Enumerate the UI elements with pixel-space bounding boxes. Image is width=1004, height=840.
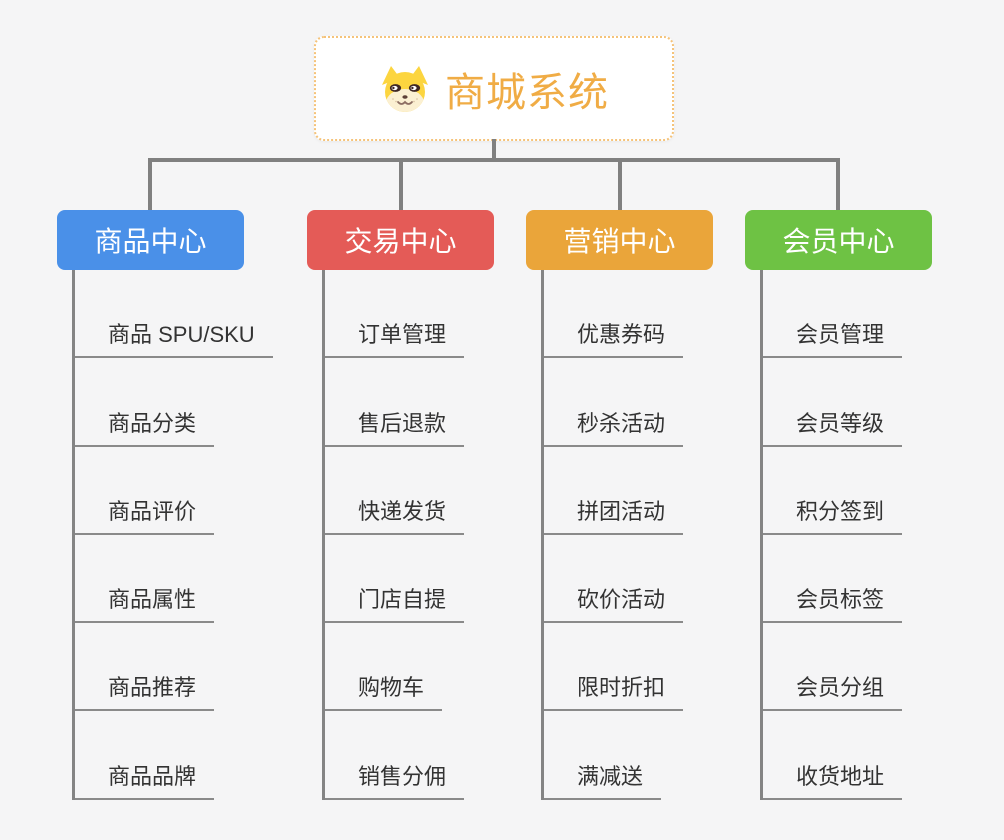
child-topic[interactable]: 购物车 bbox=[325, 674, 443, 712]
child-topic[interactable]: 商品评价 bbox=[75, 498, 215, 535]
child-topic[interactable]: 砍价活动 bbox=[544, 586, 684, 624]
connector-drop-marketing bbox=[618, 162, 622, 210]
branch-children-members: 会员管理 会员等级 积分签到 会员标签 会员分组 收货地址 bbox=[760, 270, 995, 800]
connector-root-drop bbox=[492, 139, 496, 158]
child-topic[interactable]: 商品属性 bbox=[75, 586, 215, 624]
branch-label: 营销中心 bbox=[563, 226, 676, 257]
branch-label: 会员中心 bbox=[782, 226, 895, 257]
root-topic[interactable]: 商城系统 bbox=[314, 36, 674, 141]
child-topic[interactable]: 会员等级 bbox=[763, 410, 903, 447]
connector-bus bbox=[148, 158, 840, 162]
child-topic[interactable]: 商品推荐 bbox=[75, 674, 215, 712]
child-topic[interactable]: 门店自提 bbox=[325, 586, 465, 624]
child-topic[interactable]: 商品品牌 bbox=[75, 763, 215, 800]
branch-label: 交易中心 bbox=[344, 226, 457, 257]
branch-children-trade: 订单管理 售后退款 快递发货 门店自提 购物车 销售分佣 bbox=[322, 270, 557, 800]
child-topic[interactable]: 订单管理 bbox=[325, 321, 465, 359]
branch-label: 商品中心 bbox=[94, 226, 207, 257]
child-topic[interactable]: 商品 SPU/SKU bbox=[75, 321, 273, 359]
branch-box-products[interactable]: 商品中心 bbox=[57, 210, 244, 270]
child-topic[interactable]: 满减送 bbox=[544, 763, 662, 800]
child-topic[interactable]: 销售分佣 bbox=[325, 763, 465, 800]
child-topic[interactable]: 限时折扣 bbox=[544, 674, 684, 712]
root-topic-label: 商城系统 bbox=[445, 70, 609, 115]
child-topic[interactable]: 优惠券码 bbox=[544, 321, 684, 359]
child-topic[interactable]: 会员管理 bbox=[763, 321, 903, 359]
child-topic[interactable]: 快递发货 bbox=[325, 498, 465, 535]
connector-drop-trade bbox=[399, 162, 403, 210]
branch-children-products: 商品 SPU/SKU 商品分类 商品评价 商品属性 商品推荐 商品品牌 bbox=[72, 270, 307, 800]
child-topic[interactable]: 售后退款 bbox=[325, 410, 465, 447]
child-topic[interactable]: 秒杀活动 bbox=[544, 410, 684, 447]
branch-box-marketing[interactable]: 营销中心 bbox=[526, 210, 713, 270]
child-topic[interactable]: 收货地址 bbox=[763, 763, 903, 800]
child-topic[interactable]: 会员标签 bbox=[763, 586, 903, 624]
branch-children-marketing: 优惠券码 秒杀活动 拼团活动 砍价活动 限时折扣 满减送 bbox=[541, 270, 776, 800]
branch-box-trade[interactable]: 交易中心 bbox=[307, 210, 494, 270]
branch-box-members[interactable]: 会员中心 bbox=[745, 210, 932, 270]
connector-drop-members bbox=[836, 162, 840, 210]
child-topic[interactable]: 积分签到 bbox=[763, 498, 903, 535]
child-topic[interactable]: 会员分组 bbox=[763, 674, 903, 712]
child-topic[interactable]: 商品分类 bbox=[75, 410, 215, 447]
connector-drop-products bbox=[148, 162, 152, 210]
doge-face-icon bbox=[382, 65, 428, 112]
child-topic[interactable]: 拼团活动 bbox=[544, 498, 684, 535]
